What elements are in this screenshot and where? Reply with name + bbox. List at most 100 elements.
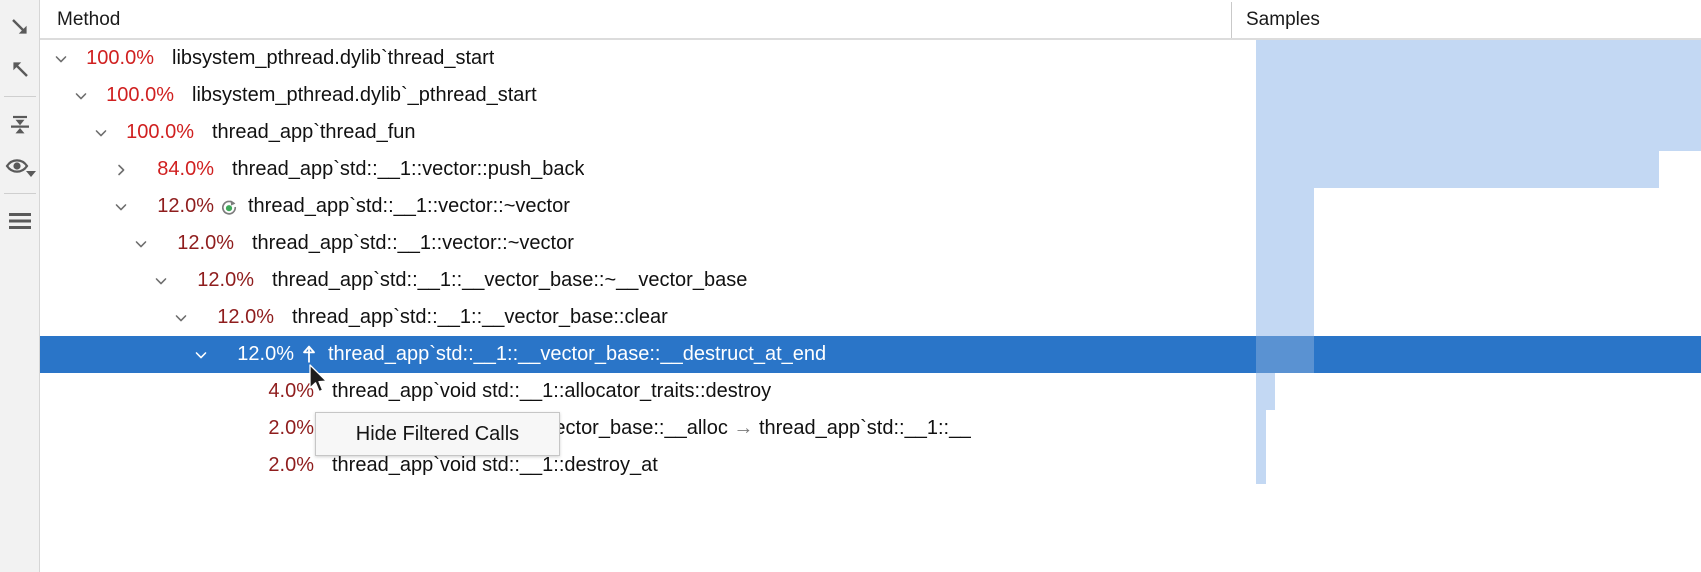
samples-cell: 6	[1216, 299, 1701, 336]
chevron-down-icon[interactable]	[110, 188, 132, 225]
table-row[interactable]: 2.0%thread_app`std::__1::__vector_base::…	[40, 410, 1701, 447]
badge-spacer	[276, 299, 286, 336]
badge-spacer	[176, 77, 186, 114]
percent-label: 84.0%	[157, 158, 214, 180]
table-row[interactable]: 4.0%thread_app`void std::__1::allocator_…	[40, 373, 1701, 410]
percent-label: 2.0%	[268, 454, 314, 476]
samples-bar	[1256, 373, 1276, 410]
table-row[interactable]: 100.0% libsystem_pthread.dylib`thread_sta…	[40, 40, 1701, 77]
method-cell: 84.0% thread_app`std::__1::vector::push_b…	[40, 151, 1216, 188]
samples-cell: 2	[1216, 373, 1701, 410]
table-row[interactable]: 12.0%thread_app`std::__1::vector::~vecto…	[40, 188, 1701, 225]
method-cell: 2.0%thread_app`std::__1::__vector_base::…	[40, 410, 1216, 447]
percent-label: 12.0%	[237, 343, 294, 365]
percent-label: 12.0%	[197, 269, 254, 291]
percent-label: 12.0%	[217, 306, 274, 328]
badge-spacer	[156, 40, 166, 77]
samples-cell: 50	[1216, 40, 1701, 77]
method-name: libsystem_pthread.dylib`_pthread_start	[192, 84, 537, 106]
percent-label: 2.0%	[268, 417, 314, 439]
column-header-samples[interactable]: Samples	[1231, 2, 1320, 38]
samples-cell: 6	[1216, 225, 1701, 262]
chevron-down-icon	[26, 171, 36, 177]
table-row[interactable]: 100.0% libsystem_pthread.dylib`_pthread_s…	[40, 77, 1701, 114]
tree-spacer	[210, 410, 232, 447]
method-cell: 100.0%thread_app`thread_fun	[40, 114, 1216, 151]
table-row[interactable]: 12.0% thread_app`std::__1::__vector_base:…	[40, 336, 1701, 373]
chevron-down-icon[interactable]	[130, 225, 152, 262]
chevron-right-icon[interactable]	[110, 151, 132, 188]
table-body: 100.0% libsystem_pthread.dylib`thread_sta…	[40, 40, 1701, 484]
column-header-method[interactable]: Method	[57, 8, 121, 30]
tooltip-text: Hide Filtered Calls	[355, 422, 520, 445]
samples-cell: 42	[1216, 151, 1701, 188]
method-cell: 100.0% libsystem_pthread.dylib`_pthread_s…	[40, 77, 1216, 114]
percent-label: 4.0%	[268, 380, 314, 402]
samples-cell: 50	[1216, 114, 1701, 151]
chevron-down-icon[interactable]	[90, 114, 112, 151]
percent-label: 12.0%	[177, 232, 234, 254]
tree-spacer	[210, 447, 232, 484]
table-row[interactable]: 12.0%thread_app`std::__1::vector::~vecto…	[40, 225, 1701, 262]
method-name: thread_app`void std::__1::destroy_at	[332, 454, 658, 476]
table-row[interactable]: 100.0%thread_app`thread_fun50	[40, 114, 1701, 151]
chevron-down-icon[interactable]	[190, 336, 212, 373]
samples-bar	[1256, 336, 1314, 373]
collapse-to-level-icon[interactable]	[0, 103, 40, 145]
chevron-down-icon[interactable]	[170, 299, 192, 336]
method-cell: 12.0% thread_app`std::__1::__vector_base:…	[40, 262, 1216, 299]
samples-bar	[1256, 225, 1314, 262]
samples-cell: 6	[1216, 188, 1701, 225]
samples-cell: 6	[1216, 262, 1701, 299]
samples-cell: 1	[1216, 410, 1701, 447]
eye-dropdown-icon[interactable]	[0, 145, 40, 187]
badge-spacer	[196, 114, 206, 151]
samples-bar	[1256, 447, 1266, 484]
method-cell: 12.0%thread_app`std::__1::vector::~vecto…	[40, 188, 1216, 225]
badge-spacer	[236, 225, 246, 262]
samples-cell: 50	[1216, 77, 1701, 114]
chevron-down-icon[interactable]	[50, 40, 72, 77]
percent-label: 100.0%	[106, 84, 174, 106]
method-cell: 100.0% libsystem_pthread.dylib`thread_sta…	[40, 40, 1216, 77]
method-name: thread_app`std::__1::__vector_base::__de…	[328, 343, 827, 365]
method-name: thread_app`std::__1::__vector_base::~__v…	[272, 269, 748, 291]
method-cell: 12.0%thread_app`std::__1::__vector_base:…	[40, 299, 1216, 336]
table-header: Method Samples	[40, 0, 1701, 40]
recursion-badge-icon	[216, 188, 242, 225]
method-name: thread_app`std::__1::vector::~vector	[248, 195, 570, 217]
chevron-down-icon[interactable]	[70, 77, 92, 114]
method-name: libsystem_pthread.dylib`thread_start	[172, 47, 495, 69]
table-row[interactable]: 2.0% thread_app`void std::__1::destroy_at…	[40, 447, 1701, 484]
left-toolbar	[0, 0, 40, 572]
method-name: thread_app`std::__1::vector::push_back	[232, 158, 585, 180]
badge-spacer	[316, 373, 326, 410]
badge-spacer	[216, 151, 226, 188]
table-row[interactable]: 12.0% thread_app`std::__1::__vector_base:…	[40, 262, 1701, 299]
tree-spacer	[210, 373, 232, 410]
expand-all-icon[interactable]	[0, 6, 40, 48]
samples-bar	[1256, 151, 1660, 188]
chevron-down-icon[interactable]	[150, 262, 172, 299]
percent-label: 100.0%	[86, 47, 154, 69]
samples-bar	[1256, 410, 1266, 447]
method-cell: 4.0%thread_app`void std::__1::allocator_…	[40, 373, 1216, 410]
call-tree-table: Method Samples 100.0% libsystem_pthread.d…	[40, 0, 1701, 572]
tooltip-hide-filtered-calls: Hide Filtered Calls	[315, 412, 560, 456]
table-row[interactable]: 12.0%thread_app`std::__1::__vector_base:…	[40, 299, 1701, 336]
samples-bar	[1256, 40, 1701, 77]
samples-bar	[1256, 262, 1314, 299]
method-cell: 12.0%thread_app`std::__1::vector::~vecto…	[40, 225, 1216, 262]
percent-label: 100.0%	[126, 121, 194, 143]
toolbar-separator-1	[3, 96, 36, 97]
samples-cell: 1	[1216, 447, 1701, 484]
samples-cell: 6	[1216, 336, 1701, 373]
samples-bar	[1256, 299, 1314, 336]
collapse-all-icon[interactable]	[0, 48, 40, 90]
table-row[interactable]: 84.0% thread_app`std::__1::vector::push_b…	[40, 151, 1701, 188]
method-cell: 12.0% thread_app`std::__1::__vector_base:…	[40, 336, 1216, 373]
badge-spacer	[256, 262, 266, 299]
method-cell: 2.0% thread_app`void std::__1::destroy_at	[40, 447, 1216, 484]
menu-icon[interactable]	[0, 200, 40, 242]
